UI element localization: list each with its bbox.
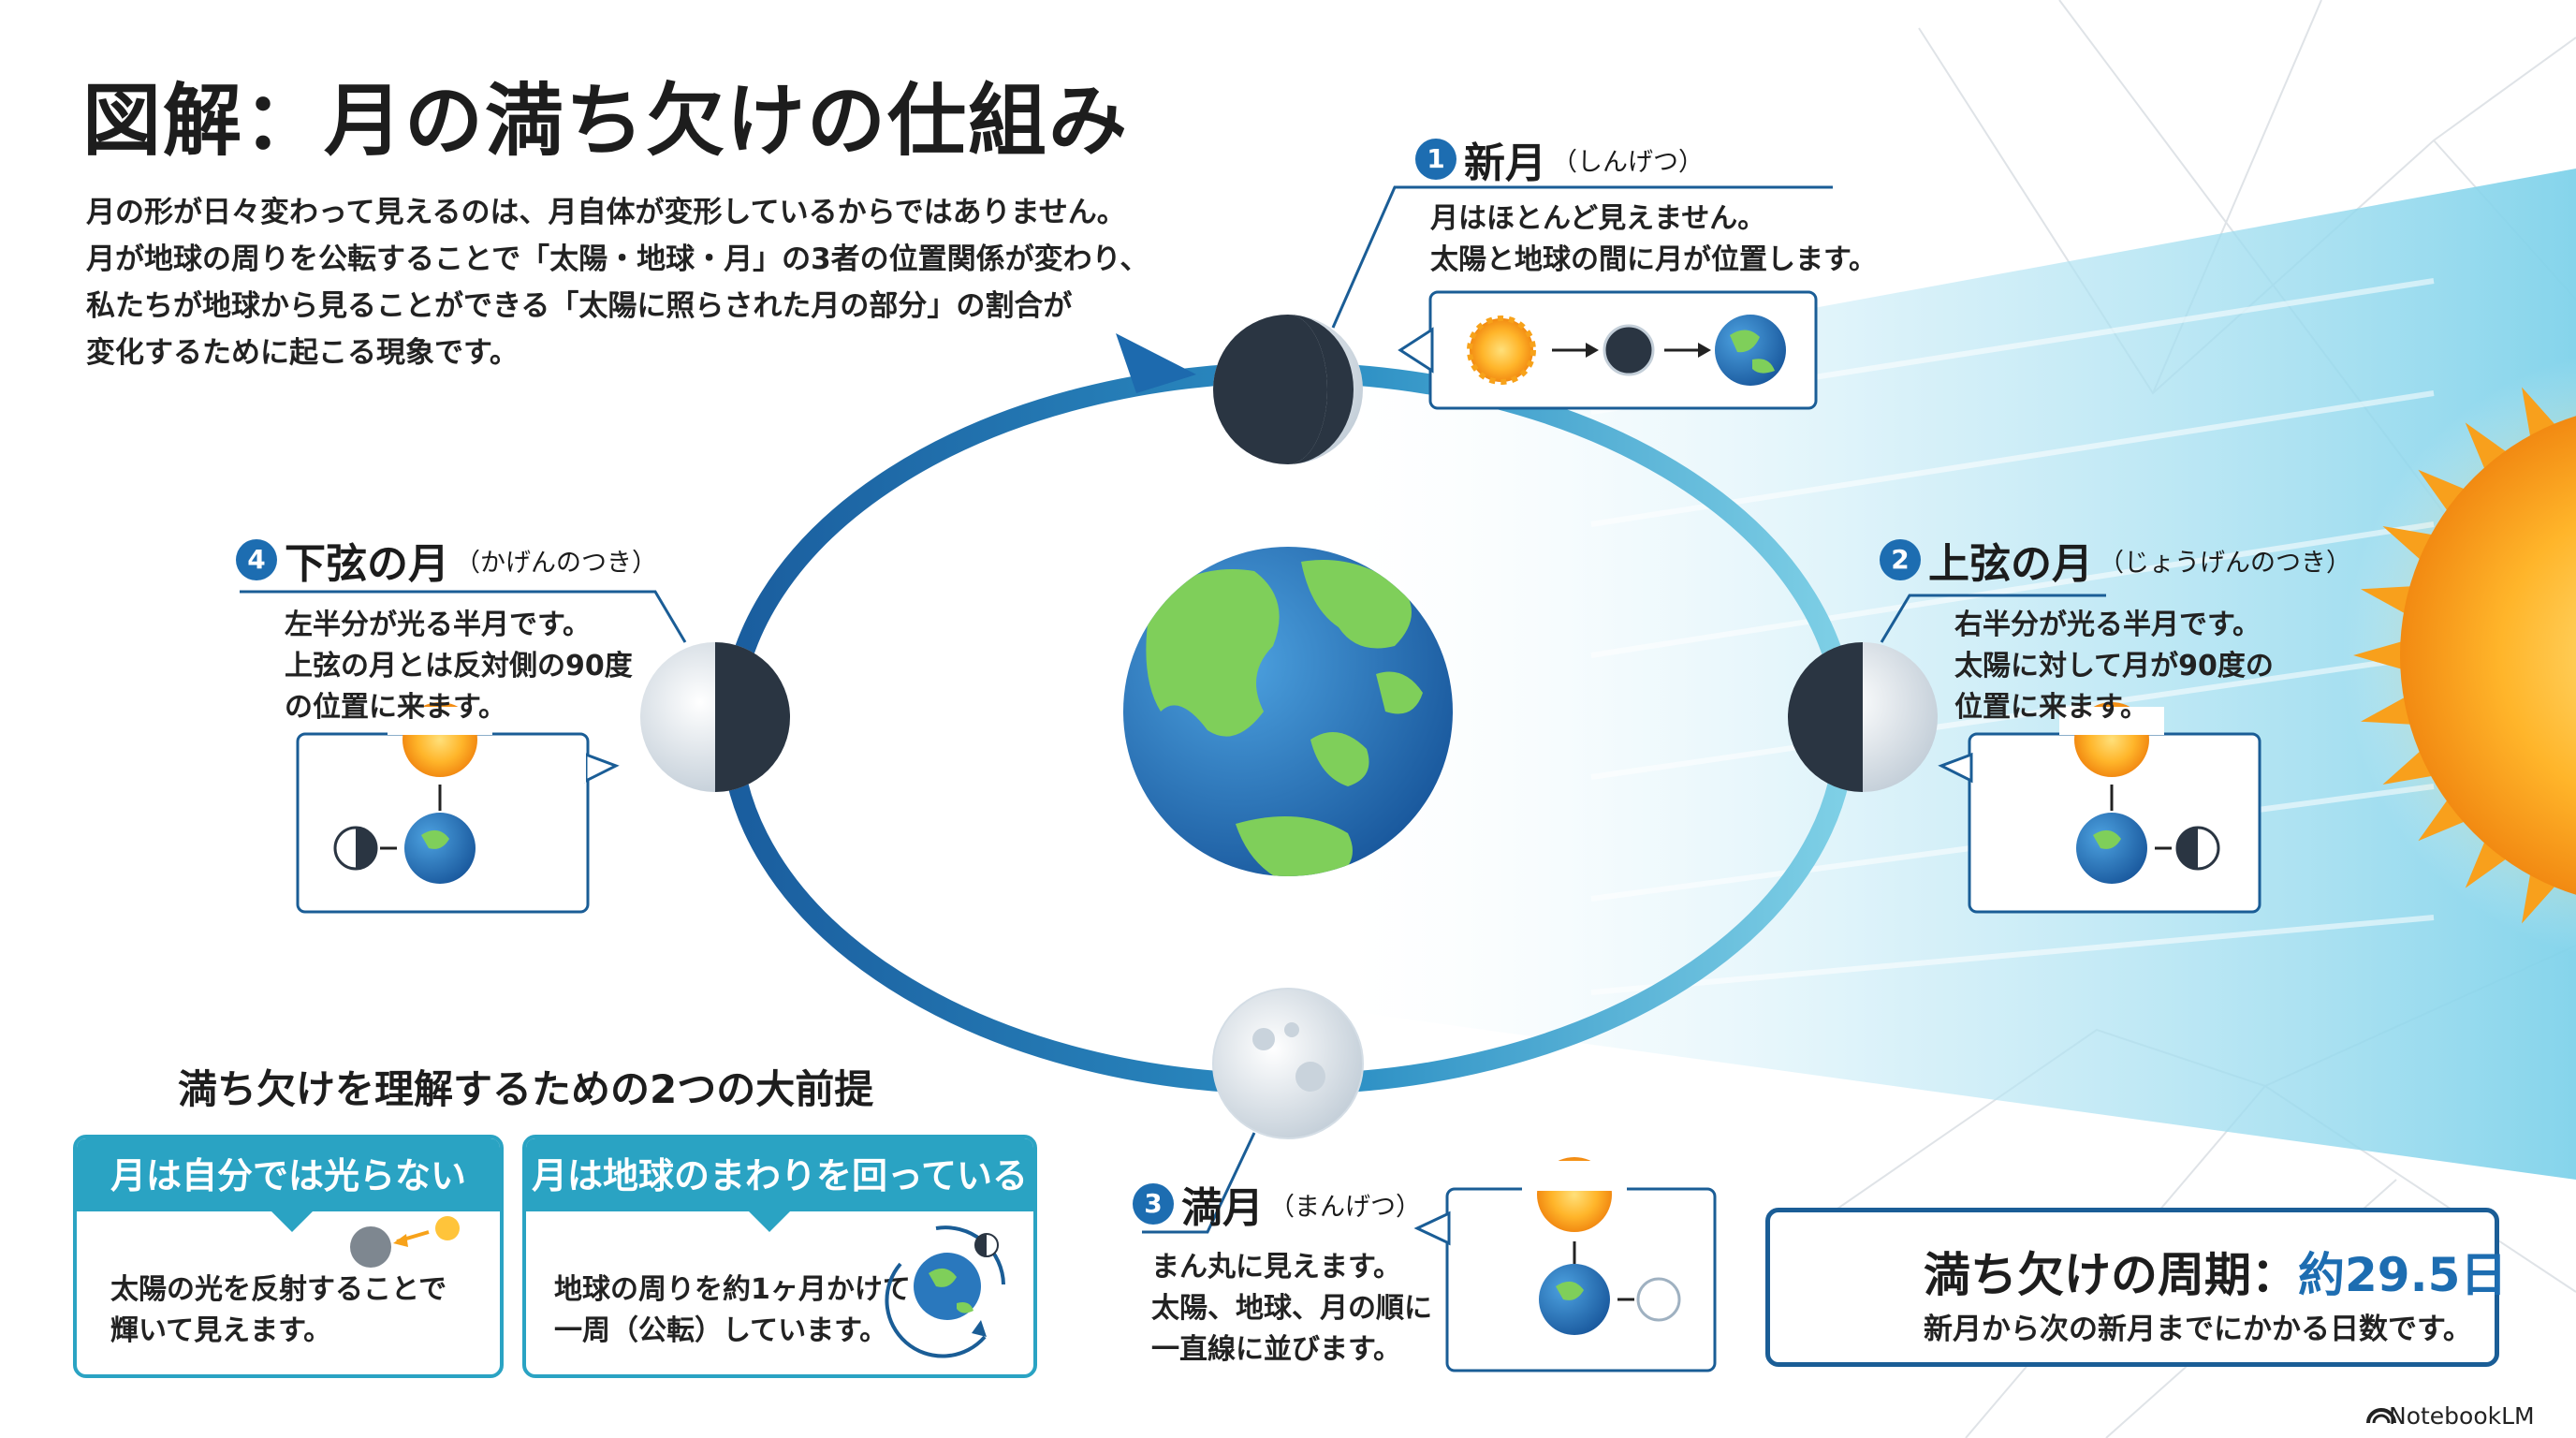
sun-ray [2360, 586, 2416, 616]
phase-name: 新月 [1464, 139, 1546, 187]
sun-ray [2353, 639, 2407, 671]
moon-first-quarter [1788, 642, 1938, 792]
intro-line: 変化するために起こる現象です。 [86, 336, 519, 370]
phase-desc-line: 太陽と地球の間に月が位置します。 [1430, 243, 1877, 276]
notebooklm-logo-icon [2366, 1408, 2396, 1424]
premise-body-line: 輝いて見えます。 [110, 1314, 332, 1347]
intro-line: 月の形が日々変わって見えるのは、月自体が変形しているからではありません。 [86, 196, 1126, 229]
intro-text: 月の形が日々変わって見えるのは、月自体が変形しているからではありません。 月が地… [86, 189, 1149, 376]
phase-new-moon-description: 月はほとんど見えません。 太陽と地球の間に月が位置します。 [1430, 198, 1877, 281]
phase-first-quarter-description: 右半分が光る半月です。 太陽に対して月が90度の 位置に来ます。 [1954, 605, 2274, 728]
earth-center [1123, 547, 1453, 876]
page-title: 図解：月の満ち欠けの仕組み [82, 75, 1130, 167]
phase-last-quarter-description: 左半分が光る半月です。 上弦の月とは反対側の90度 の位置に来ます。 [285, 605, 633, 728]
sun-ray [2360, 695, 2416, 725]
phase-desc-line: 右半分が光る半月です。 [1954, 609, 2261, 641]
phase-desc-line: 上弦の月とは反対側の90度 [285, 650, 633, 682]
intro-line: 私たちが地球から見ることができる「太陽に照らされた月の部分」の割合が [86, 289, 1073, 323]
premise-card-body: 太陽の光を反射することで 輝いて見えます。 [110, 1269, 446, 1352]
illustration-box-full-moon [1413, 1157, 1717, 1372]
phase-reading: （じょうげんのつき） [2099, 548, 2351, 578]
phase-number-badge: 1 [1415, 139, 1456, 180]
premise-card-orbit: 月は地球のまわりを回っている 地球の周りを約1ヶ月かけて 一周（公転）しています… [522, 1135, 1037, 1378]
cycle-description: 新月から次の新月までにかかる日数です。 [1924, 1313, 2472, 1346]
premise-card-no-self-light: 月は自分では光らない 太陽の光を反射することで 輝いて見えます。 [73, 1135, 504, 1378]
premise-card-body: 地球の周りを約1ヶ月かけて 一周（公転）しています。 [554, 1269, 911, 1352]
phase-reading: （まんげつ） [1269, 1192, 1421, 1222]
phase-desc-line: の位置に来ます。 [285, 691, 506, 724]
phase-desc-line: 一直線に並びます。 [1151, 1333, 1401, 1366]
moon-full [1212, 988, 1364, 1139]
notebooklm-branding: NotebookLM [2389, 1402, 2535, 1430]
cycle-label: 満ち欠けの周期： [1924, 1248, 2298, 1302]
premise-body-line: 太陽の光を反射することで [110, 1273, 447, 1306]
premises-title: 満ち欠けを理解するための2つの大前提 [178, 1066, 874, 1112]
phase-full-moon-description: まん丸に見えます。 太陽、地球、月の順に 一直線に並びます。 [1151, 1247, 1432, 1371]
cycle-period-box [1765, 1208, 2499, 1367]
phase-name: 下弦の月 [285, 540, 449, 588]
illustration-box-last-quarter [296, 702, 620, 914]
phase-desc-line: 左半分が光る半月です。 [285, 609, 591, 641]
premise-card-heading: 月は地球のまわりを回っている [526, 1138, 1033, 1211]
phase-reading: （かげんのつき） [455, 548, 657, 578]
illustration-box-first-quarter [1938, 702, 2261, 914]
sunlight-rays [1590, 278, 2435, 995]
intro-line: 月が地球の周りを公転することで「太陽・地球・月」の3者の位置関係が変わり、 [86, 242, 1149, 276]
phase-reading: （しんげつ） [1552, 147, 1704, 177]
sun-large [2342, 355, 2576, 956]
orbit-arrow [1116, 333, 1196, 393]
phase-number-badge: 2 [1880, 539, 1921, 580]
moon-new [1213, 315, 1363, 464]
premise-card-heading: 月は自分では光らない [77, 1138, 500, 1211]
phase-desc-line: 太陽、地球、月の順に [1151, 1292, 1432, 1325]
leader-lines [240, 185, 2106, 1234]
phase-desc-line: 月はほとんど見えません。 [1430, 202, 1766, 235]
moon-last-quarter [640, 642, 790, 792]
phase-number-badge: 4 [236, 539, 277, 580]
illustration-box-new-moon [1398, 290, 1818, 410]
cycle-period-heading: 満ち欠けの周期：約29.5日 [1924, 1238, 2507, 1305]
phase-name: 満月 [1181, 1184, 1264, 1232]
premise-body-line: 地球の周りを約1ヶ月かけて [554, 1273, 911, 1306]
cycle-value: 約29.5日 [2298, 1248, 2508, 1302]
phase-name: 上弦の月 [1928, 540, 2093, 588]
phase-desc-line: 太陽に対して月が90度の [1954, 650, 2274, 682]
phase-desc-line: 位置に来ます。 [1954, 691, 2148, 724]
phase-desc-line: まん丸に見えます。 [1151, 1251, 1401, 1284]
premise-body-line: 一周（公転）しています。 [554, 1314, 888, 1347]
phase-number-badge: 3 [1133, 1183, 1174, 1225]
